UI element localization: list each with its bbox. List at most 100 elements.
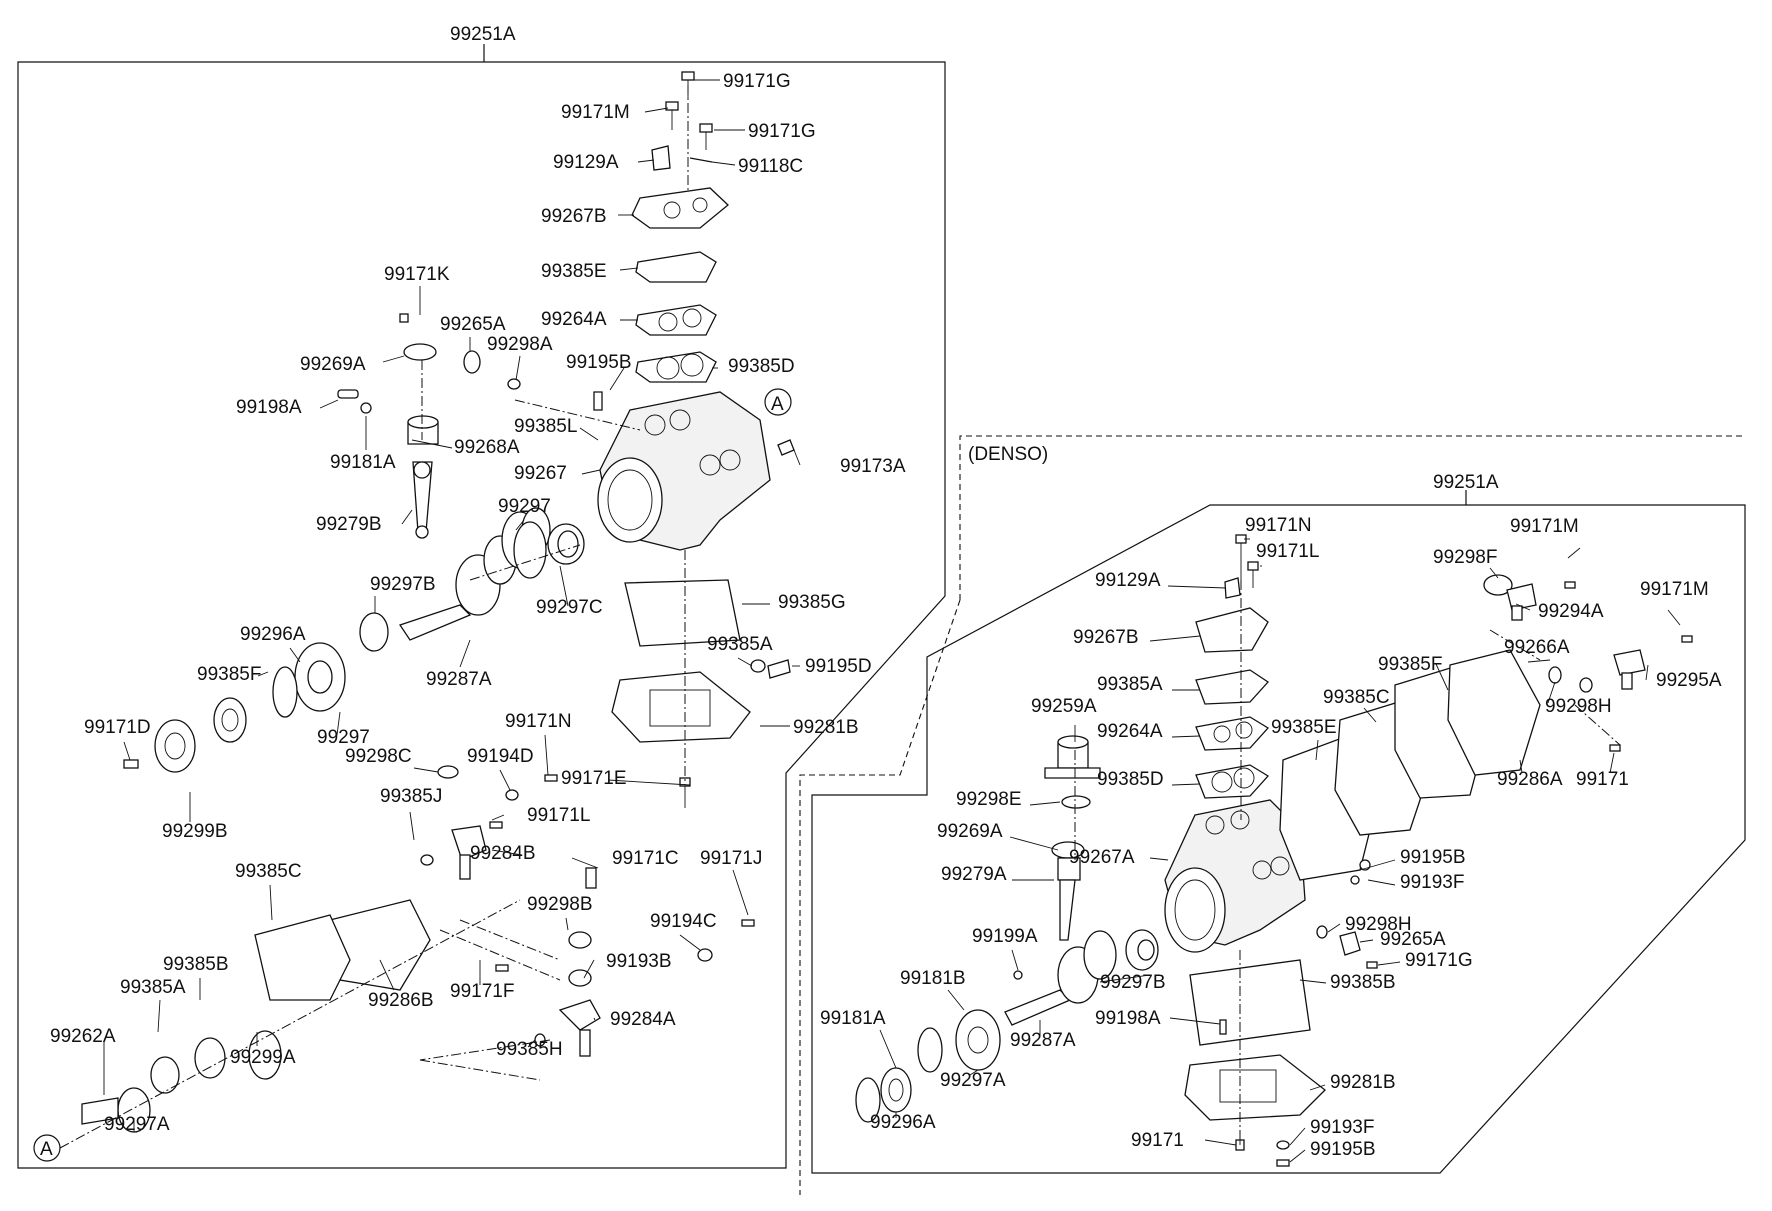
main-part-label: 99171E xyxy=(561,768,627,789)
denso-leader-line xyxy=(1171,783,1201,786)
main-leader-line xyxy=(382,355,405,363)
main-leader-line xyxy=(499,769,511,791)
main-leader-line xyxy=(581,469,601,475)
denso-leader-line xyxy=(1315,739,1319,761)
main-part-label: 99194D xyxy=(467,746,534,767)
main-part-label: 99171N xyxy=(505,711,572,732)
denso-part-label: 99181A xyxy=(820,1008,886,1029)
denso-part-label: 99199A xyxy=(972,926,1038,947)
denso-leader-line xyxy=(1667,609,1681,626)
denso-leader-line xyxy=(1011,949,1019,971)
main-leader-line xyxy=(411,439,453,449)
denso-part-label: 99296A xyxy=(870,1112,936,1133)
denso-part-label: 99171 xyxy=(1576,769,1629,790)
main-part-label: 99264A xyxy=(541,309,607,330)
denso-leader-line xyxy=(969,1069,979,1076)
main-part-label: 99385B xyxy=(163,954,229,975)
main-part-label: 99385D xyxy=(728,356,795,377)
denso-part-label: 99171 xyxy=(1131,1130,1184,1151)
denso-assembly-label: 99251A xyxy=(1433,472,1499,493)
denso-leader-line xyxy=(1289,1127,1306,1146)
main-part-label: 99262A xyxy=(50,1026,116,1047)
main-part-label: 99385E xyxy=(541,261,607,282)
denso-part-label: 99298E xyxy=(956,789,1022,810)
denso-part-label: 99195B xyxy=(1400,847,1466,868)
main-part-label: 99171F xyxy=(450,981,514,1002)
main-part-label: 99385F xyxy=(197,664,261,685)
main-leader-line xyxy=(583,959,595,979)
denso-part-label: 99193F xyxy=(1310,1117,1374,1138)
main-part-label: 99193B xyxy=(606,951,672,972)
denso-part-label: 99171N xyxy=(1245,515,1312,536)
denso-leader-line xyxy=(1609,752,1615,774)
denso-heading: (DENSO) 99251A xyxy=(968,444,1499,493)
denso-part-label: 99269A xyxy=(937,821,1003,842)
denso-leader-line xyxy=(1377,961,1401,966)
denso-title: (DENSO) xyxy=(968,444,1048,465)
denso-parts xyxy=(855,534,1693,1167)
main-leader-line xyxy=(379,959,395,991)
crankshaft-icon xyxy=(123,507,585,773)
main-leader-line xyxy=(319,399,339,409)
main-part-label: 99298A xyxy=(487,334,553,355)
main-leader-line xyxy=(336,711,341,736)
main-part-label: 99385H xyxy=(496,1039,563,1060)
denso-leader-line xyxy=(1149,857,1169,861)
main-leader-line xyxy=(491,814,505,821)
main-part-label: 99173A xyxy=(840,456,906,477)
denso-leader-line xyxy=(1489,567,1499,579)
piston-icon xyxy=(337,313,603,539)
main-part-label: 99299A xyxy=(230,1047,296,1068)
main-part-label: 99297C xyxy=(536,597,603,618)
main-part-label: 99298B xyxy=(527,894,593,915)
main-leader-line xyxy=(565,917,569,931)
denso-part-label: 99266A xyxy=(1504,637,1570,658)
main-leader-line xyxy=(609,367,625,391)
main-leader-line xyxy=(413,767,439,773)
main-part-label: 99194C xyxy=(650,911,717,932)
main-part-label: 99385J xyxy=(380,786,442,807)
denso-part-label: 99259A xyxy=(1031,696,1097,717)
main-leader-line xyxy=(737,657,753,667)
main-leader-line xyxy=(401,509,413,525)
denso-part-label: 99385D xyxy=(1097,769,1164,790)
main-part-label: 99129A xyxy=(553,152,619,173)
left-parts xyxy=(33,71,795,1162)
denso-part-label: 99385C xyxy=(1323,687,1390,708)
main-part-label: 99269A xyxy=(300,354,366,375)
main-part-label: 99297A xyxy=(104,1114,170,1135)
main-leader-line xyxy=(257,671,269,677)
denso-leader-line xyxy=(1009,836,1059,851)
main-leader-line xyxy=(619,267,639,271)
denso-leader-line xyxy=(1435,663,1449,691)
main-part-label: 99284A xyxy=(610,1009,676,1030)
ref-mark-a: A xyxy=(771,394,784,415)
main-part-label: 99195B xyxy=(566,352,632,373)
main-leader-line xyxy=(607,779,691,786)
main-part-label: 99171K xyxy=(384,264,450,285)
main-part-label: 99171M xyxy=(561,102,630,123)
main-part-label: 99171J xyxy=(700,848,762,869)
main-part-label: 99385A xyxy=(120,977,186,998)
main-part-label: 99171D xyxy=(84,717,151,738)
denso-leader-line xyxy=(1149,635,1201,642)
main-part-label: 99296A xyxy=(240,624,306,645)
denso-leader-line xyxy=(1367,879,1396,886)
main-part-label: 99279B xyxy=(316,514,382,535)
denso-frame xyxy=(799,435,1746,1195)
main-leader-line xyxy=(527,1039,536,1048)
denso-part-label: 99265A xyxy=(1380,929,1446,950)
denso-leader-line xyxy=(1359,939,1374,943)
main-part-label: 99385C xyxy=(235,861,302,882)
main-leader-line xyxy=(732,869,749,916)
main-part-label: 99286B xyxy=(368,990,434,1011)
center-lines xyxy=(59,85,689,1149)
ref-mark-a: A xyxy=(40,1139,53,1160)
denso-leader-line xyxy=(1363,707,1377,723)
denso-part-label: 99294A xyxy=(1538,601,1604,622)
main-part-label: 99171L xyxy=(527,805,590,826)
main-part-label: 99385G xyxy=(778,592,846,613)
denso-leader-line xyxy=(1547,681,1556,704)
